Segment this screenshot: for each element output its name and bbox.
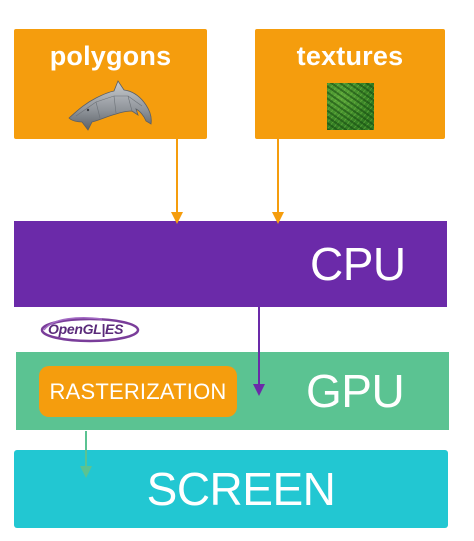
opengl-es-logo-text: OpenGL|ES [48,321,124,337]
cpu-box: CPU [14,221,447,307]
gpu-box: RASTERIZATION GPU [16,352,449,430]
grass-texture-icon [327,83,374,130]
arrow-textures-to-cpu [272,139,284,224]
screen-label: SCREEN [146,463,336,515]
textures-box: textures [255,29,445,139]
opengl-es-logo: OpenGL|ES [40,314,150,346]
screen-box: SCREEN [14,450,448,528]
rasterization-box: RASTERIZATION [39,366,237,417]
gpu-label: GPU [306,365,405,417]
arrow-polygons-to-cpu [171,139,183,224]
cpu-label: CPU [310,238,406,290]
rasterization-label: RASTERIZATION [49,379,227,404]
polygons-label: polygons [49,41,172,71]
polygons-box: polygons [14,29,207,139]
textures-label: textures [296,41,404,71]
dolphin-mesh-icon [68,80,152,131]
